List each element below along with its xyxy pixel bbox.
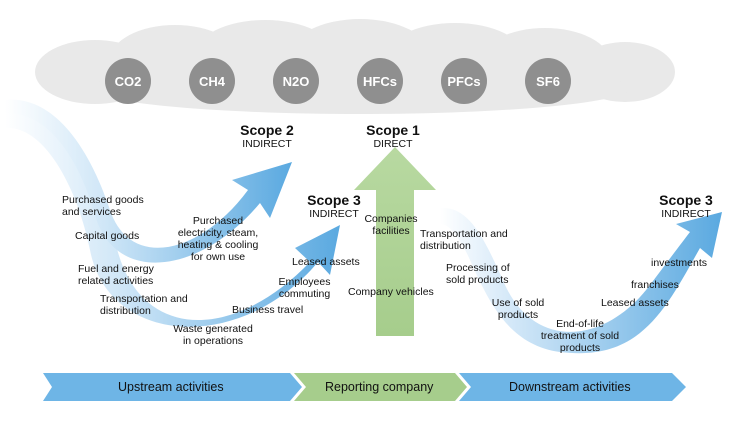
band-label-downstream: Downstream activities: [509, 380, 631, 394]
scope2-arrow: [5, 99, 292, 263]
label-use-of-sold-products: Use of sold products: [491, 297, 545, 321]
label-purchased-goods: Purchased goods and services: [62, 194, 144, 218]
label-waste: Waste generated in operations: [173, 323, 253, 347]
scope1-subtitle: DIRECT: [373, 138, 413, 150]
gas-sf6: SF6: [525, 58, 571, 104]
scope3-upstream-arrow: [5, 110, 340, 327]
scope3-downstream-subtitle: INDIRECT: [661, 208, 711, 220]
scope1-title: Scope 1: [366, 122, 420, 138]
label-franchises: franchises: [631, 279, 679, 291]
gas-pfcs: PFCs: [441, 58, 487, 104]
label-downstream-leased-assets: Leased assets: [601, 297, 669, 309]
label-companies-facilities: Companies facilities: [364, 213, 418, 237]
band-label-upstream: Upstream activities: [118, 380, 224, 394]
scope3-downstream-arrow: [440, 207, 722, 354]
label-capital-goods: Capital goods: [75, 230, 140, 242]
scope3-downstream-title: Scope 3: [659, 192, 713, 208]
label-investments: investments: [651, 257, 708, 269]
downstream-band: [459, 373, 686, 401]
label-processing: Processing of sold products: [446, 262, 510, 286]
gas-hfcs: HFCs: [357, 58, 403, 104]
label-upstream-transportation: Transportation and distribution: [100, 293, 188, 317]
gas-co2: CO2: [105, 58, 151, 104]
upstream-band: [43, 373, 302, 401]
label-business-travel: Business travel: [232, 304, 304, 316]
band-label-reporting: Reporting company: [325, 380, 434, 394]
label-upstream-leased-assets: Leased assets: [292, 256, 360, 268]
label-fuel-energy: Fuel and energy related activities: [78, 263, 154, 287]
scope2-title: Scope 2: [240, 122, 294, 138]
label-downstream-transportation: Transportation and distribution: [420, 228, 508, 252]
scope1-arrow: [354, 147, 436, 336]
label-company-vehicles: Company vehicles: [348, 286, 434, 298]
scope3-upstream-subtitle: INDIRECT: [309, 208, 359, 220]
label-end-of-life: End-of-life treatment of sold products: [540, 318, 620, 354]
reporting-band: [294, 373, 467, 401]
label-employees-commuting: Employees commuting: [278, 276, 331, 300]
scope3-upstream-title: Scope 3: [307, 192, 361, 208]
scope2-subtitle: INDIRECT: [242, 138, 292, 150]
label-purchased-electricity: Purchased electricity, steam, heating & …: [177, 215, 259, 263]
gas-ch4: CH4: [189, 58, 235, 104]
gas-n2o: N2O: [273, 58, 319, 104]
